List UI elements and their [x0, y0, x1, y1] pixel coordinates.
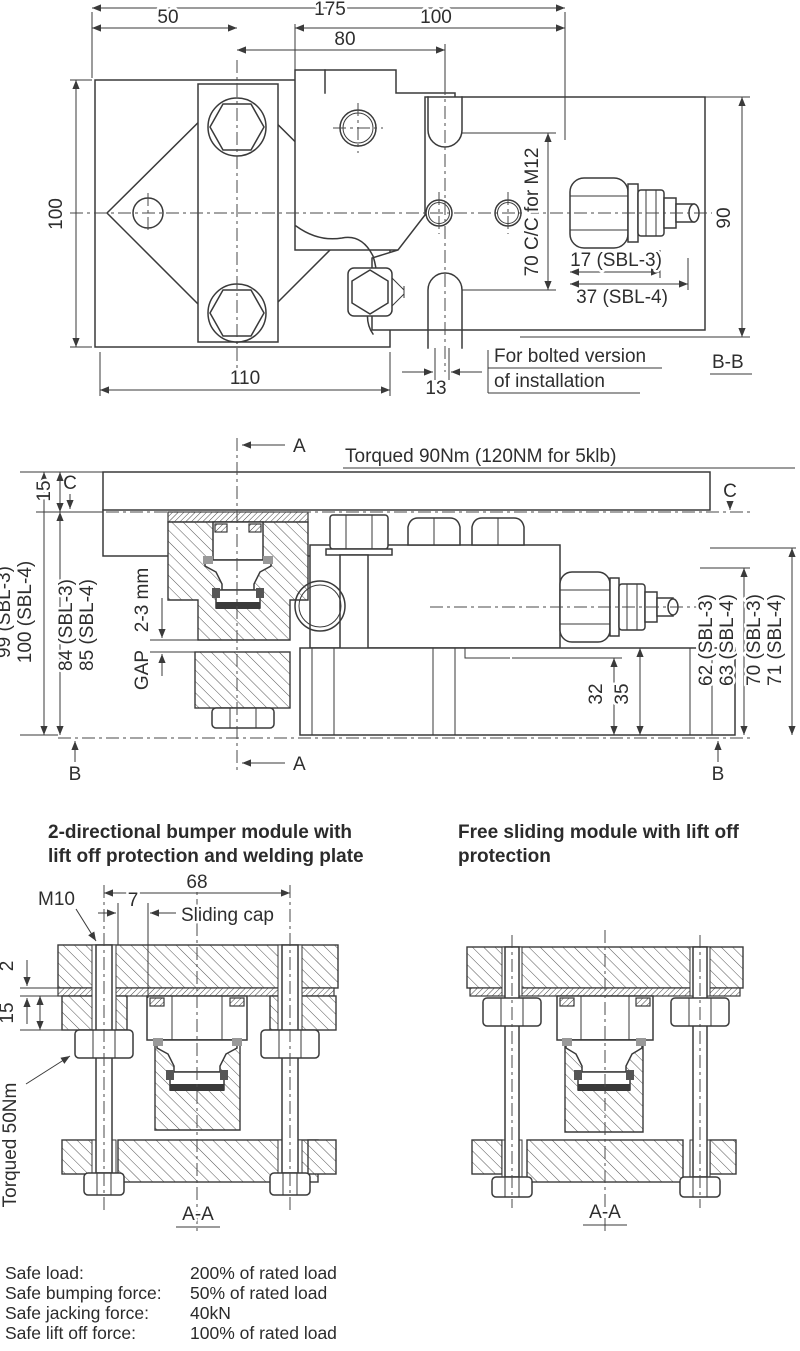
dim-7: 7 — [128, 890, 139, 911]
bottom-tab-left — [61, 1139, 95, 1175]
bottom-tab-right — [709, 1139, 737, 1175]
spec-value: 100% of rated load — [190, 1323, 337, 1343]
bottom-tab-right — [307, 1139, 337, 1175]
torque-50-note: Torqued 50Nm — [0, 1083, 21, 1208]
dim-90: 90 — [714, 207, 735, 228]
body-hole — [294, 580, 346, 632]
section-label-aa-left: A-A — [182, 1204, 214, 1225]
foot-nut — [211, 707, 275, 729]
label-a-bottom: A — [293, 754, 306, 775]
section-label-aa-right: A-A — [589, 1202, 621, 1223]
spec-label: Safe load: — [5, 1263, 84, 1283]
dim-15: 15 — [34, 480, 55, 501]
dim-68: 68 — [186, 872, 207, 893]
dim-71: 71 (SBL-4) — [765, 594, 786, 686]
dim-2: 2 — [0, 961, 18, 972]
side-hex-bolt — [347, 267, 405, 317]
dim-63: 63 (SBL-4) — [717, 594, 738, 686]
dim-70: 70 (SBL-3) — [744, 594, 765, 686]
dim-99: 99 (SBL-3) — [0, 566, 15, 658]
dim-32: 32 — [586, 683, 607, 704]
label-c-left: C — [63, 473, 77, 494]
customer-top-plate — [102, 471, 711, 511]
module-headings: 2-directional bumper module with lift of… — [48, 822, 739, 867]
top-view: 175 50 100 80 100 110 90 70 C/C for M12 … — [44, 0, 752, 402]
dim-100-left: 100 — [46, 198, 67, 230]
spec-value: 40kN — [190, 1303, 231, 1323]
spec-value: 200% of rated load — [190, 1263, 337, 1283]
load-button — [153, 1038, 242, 1091]
foot-plate — [299, 647, 736, 736]
label-c-right: C — [723, 481, 737, 502]
note-bolted-line2: of installation — [494, 371, 605, 392]
spec-label: Safe lift off force: — [5, 1323, 136, 1343]
label-b-left: B — [69, 764, 82, 785]
spec-label: Safe bumping force: — [5, 1283, 162, 1303]
dim-17: 17 (SBL-3) — [570, 250, 662, 271]
dim-37: 37 (SBL-4) — [576, 287, 668, 308]
right-module-title-line2: protection — [458, 846, 551, 867]
label-b-right: B — [712, 764, 725, 785]
safety-specs: Safe load: 200% of rated load Safe bumpi… — [5, 1263, 337, 1343]
module-top-plate — [294, 69, 456, 251]
dim-62: 62 (SBL-3) — [696, 594, 717, 686]
sliding-cap-label: Sliding cap — [181, 905, 274, 926]
sliding-module-view: A-A — [466, 930, 744, 1235]
gap-label: GAP — [132, 650, 153, 690]
welding-plate — [167, 511, 309, 523]
right-module-title-line1: Free sliding module with lift off — [458, 822, 739, 843]
dim-100-sbl4: 100 (SBL-4) — [15, 561, 36, 663]
gap-value: 2-3 mm — [132, 568, 153, 632]
label-a-top: A — [293, 436, 306, 457]
load-button — [562, 1038, 646, 1091]
torque-note: Torqued 90Nm (120NM for 5klb) — [345, 446, 616, 467]
dim-35: 35 — [612, 683, 633, 704]
dim-100-top: 100 — [420, 7, 452, 28]
bumper-module-view: 68 7 Sliding cap M10 2 15 Torqued 50Nm A… — [0, 870, 339, 1235]
bottom-tab-left — [471, 1139, 503, 1175]
dim-80: 80 — [334, 29, 355, 50]
spec-value: 50% of rated load — [190, 1283, 327, 1303]
section-label-bb: B-B — [712, 352, 744, 373]
dim-110: 110 — [230, 368, 260, 389]
section-view: A A C C B B Torqued 90Nm (120NM for 5klb… — [0, 434, 796, 788]
dim-15-module: 15 — [0, 1002, 18, 1023]
dim-13: 13 — [425, 378, 446, 399]
dim-85: 85 (SBL-4) — [77, 579, 98, 671]
spec-label: Safe jacking force: — [5, 1303, 149, 1323]
dim-84: 84 (SBL-3) — [56, 579, 77, 671]
dim-50: 50 — [157, 7, 178, 28]
left-module-title-line1: 2-directional bumper module with — [48, 822, 352, 843]
jacking-foot — [194, 651, 291, 709]
bottom-slot — [427, 272, 463, 349]
left-module-title-line2: lift off protection and welding plate — [48, 846, 364, 867]
dim-175: 175 — [314, 0, 346, 20]
dim-m10: M10 — [38, 889, 75, 910]
sliding-cap-section — [203, 521, 273, 609]
dim-70cc: 70 C/C for M12 — [522, 148, 543, 277]
note-bolted-line1: For bolted version — [494, 346, 646, 367]
